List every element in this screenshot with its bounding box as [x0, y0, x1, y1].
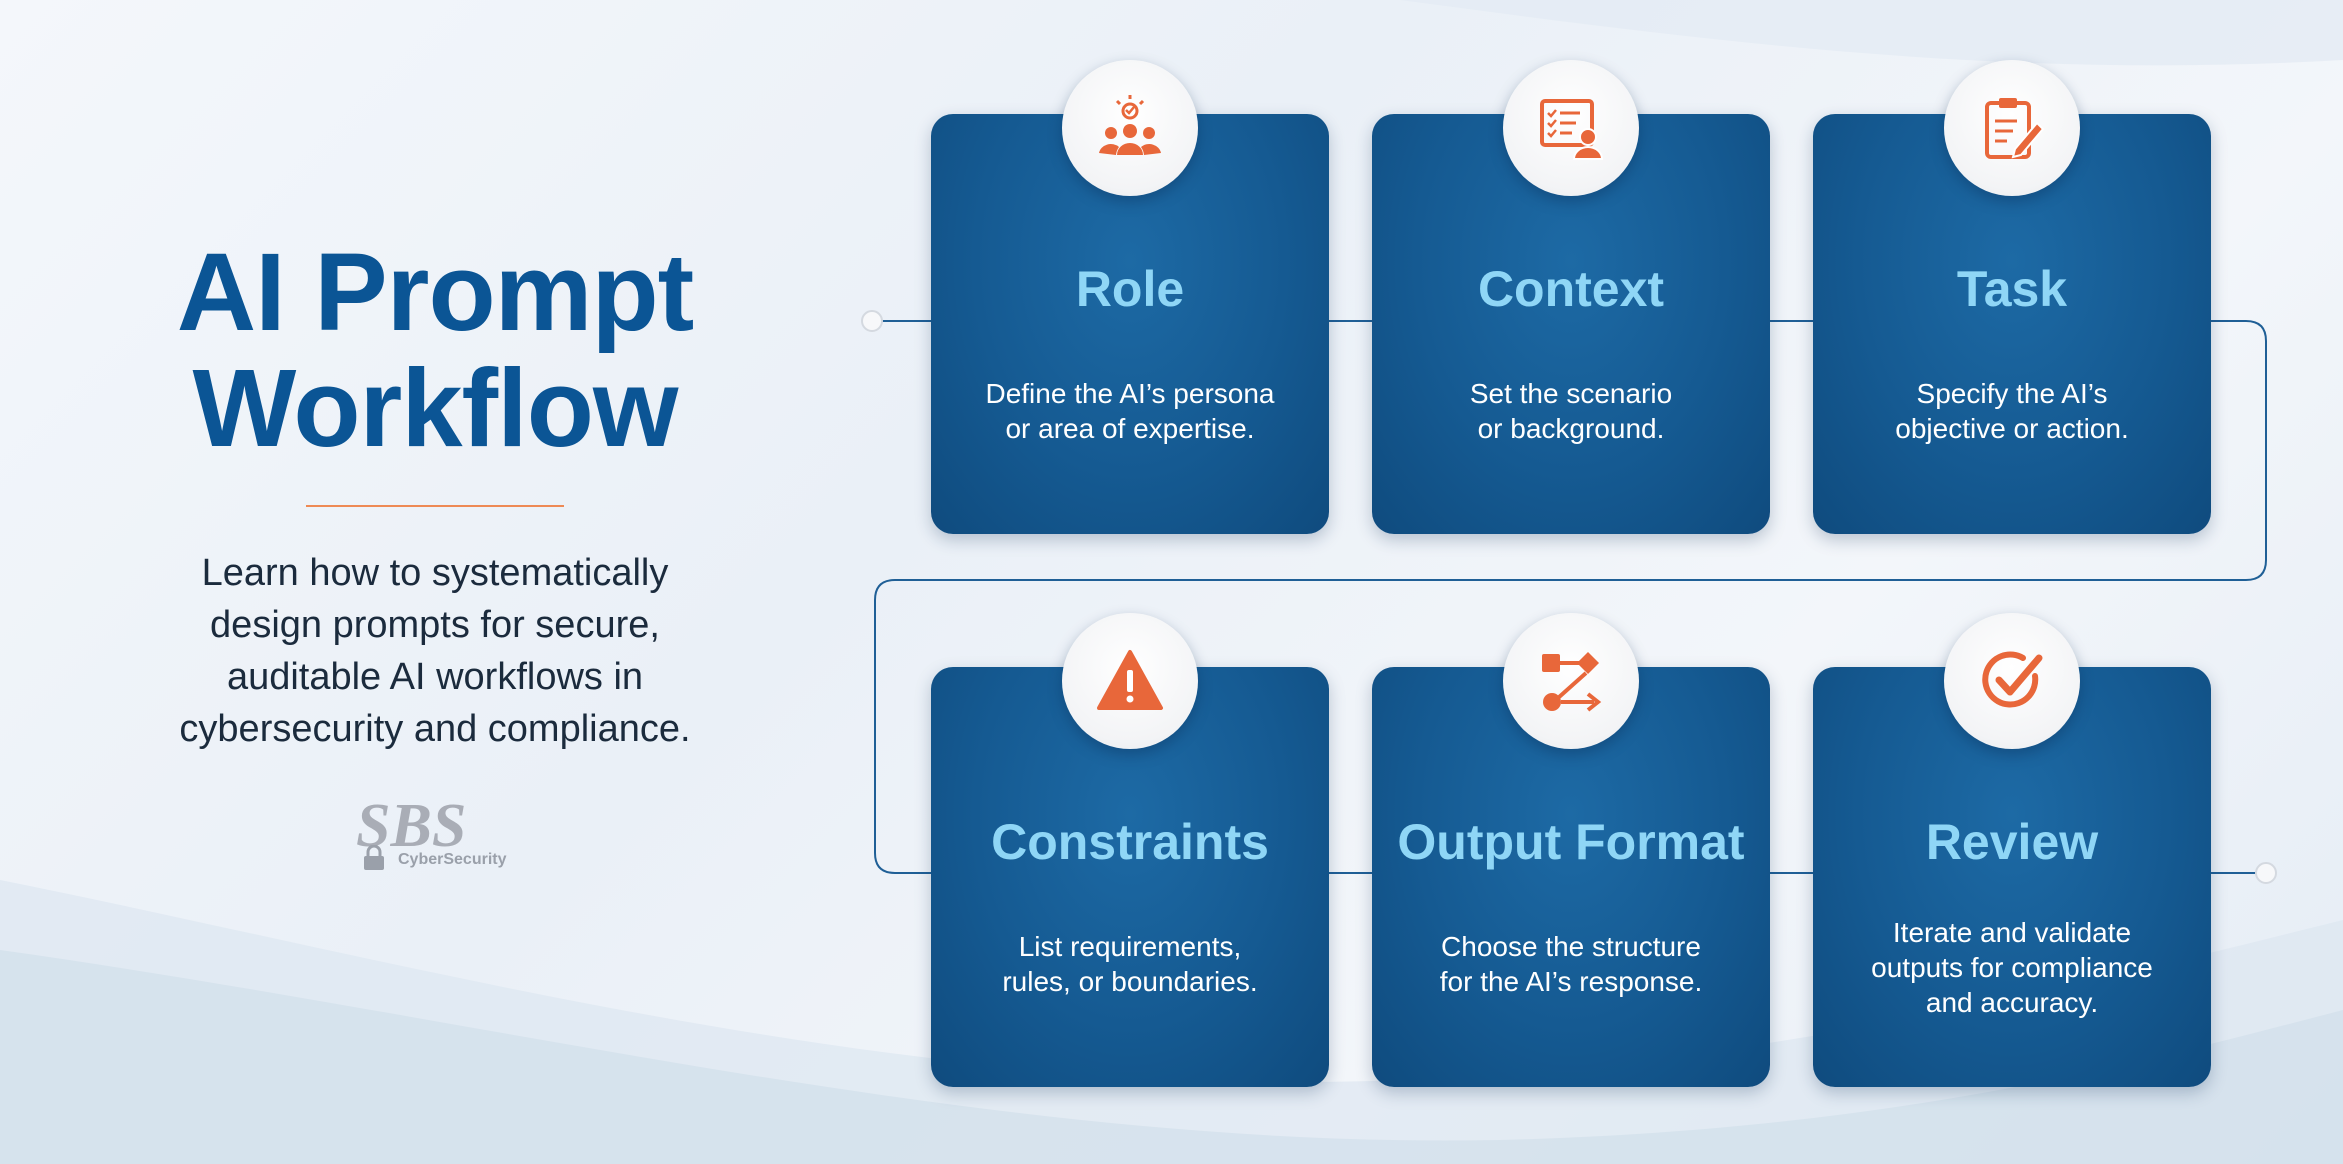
step-title-review: Review	[1925, 814, 2099, 870]
logo-subtext: CyberSecurity	[398, 851, 507, 868]
title-divider	[306, 505, 564, 507]
step-title-role: Role	[1075, 261, 1185, 317]
step-title-context: Context	[1477, 261, 1665, 317]
step-desc-line: outputs for compliance	[1871, 952, 2153, 983]
step-desc-context: Set the scenario or background.	[1392, 376, 1750, 446]
step-title-output-format: Output Format	[1397, 814, 1745, 870]
intro-panel: AI Prompt Workflow Learn how to systemat…	[110, 235, 760, 875]
step-desc-line: or background.	[1477, 413, 1665, 444]
subtitle-line-2: design prompts for secure,	[210, 604, 660, 646]
step-card-context: Context Set the scenario or background.	[1372, 60, 1770, 534]
lock-icon	[364, 845, 384, 870]
page-title-line-1: AI Prompt	[176, 231, 695, 354]
step-desc-line: and accuracy.	[1925, 987, 2099, 1018]
subtitle-line-1: Learn how to systematically	[201, 552, 669, 594]
team-lightbulb-icon	[1062, 60, 1198, 196]
step-desc-line: objective or action.	[1895, 413, 2129, 444]
step-desc-output-format: Choose the structure for the AI’s respon…	[1392, 929, 1750, 999]
step-desc-review: Iterate and validate outputs for complia…	[1833, 915, 2191, 1020]
step-desc-role: Define the AI’s persona or area of exper…	[951, 376, 1309, 446]
subtitle-line-3: auditable AI workflows in	[226, 656, 644, 698]
step-desc-line: rules, or boundaries.	[1002, 966, 1258, 997]
connector-end-dot	[2255, 862, 2277, 884]
step-desc-task: Specify the AI’s objective or action.	[1833, 376, 2191, 446]
step-desc-line: or area of expertise.	[1005, 413, 1255, 444]
step-desc-line: List requirements,	[1018, 931, 1242, 962]
connector-start-dot	[861, 310, 883, 332]
step-desc-line: Specify the AI’s	[1916, 378, 2108, 409]
subtitle-line-4: cybersecurity and compliance.	[179, 708, 691, 750]
step-title-constraints: Constraints	[991, 814, 1269, 870]
step-card-role: Role Define the AI’s persona or area of …	[931, 60, 1329, 534]
page-title-line-2: Workflow	[192, 347, 679, 470]
step-desc-line: for the AI’s response.	[1439, 966, 1703, 997]
warning-icon	[1062, 613, 1198, 749]
step-desc-constraints: List requirements, rules, or boundaries.	[951, 929, 1309, 999]
page-title: AI Prompt Workflow	[110, 235, 760, 467]
step-card-review: Review Iterate and validate outputs for …	[1813, 613, 2211, 1087]
step-card-constraints: Constraints List requirements, rules, or…	[931, 613, 1329, 1087]
page-subtitle: Learn how to systematically design promp…	[135, 547, 735, 755]
clipboard-pencil-icon	[1944, 60, 2080, 196]
check-circle-icon	[1944, 613, 2080, 749]
step-desc-line: Choose the structure	[1441, 931, 1701, 962]
step-desc-line: Define the AI’s persona	[985, 378, 1275, 409]
step-desc-line: Iterate and validate	[1892, 917, 2132, 948]
sbs-cybersecurity-logo: SBS CyberSecurity	[350, 795, 520, 875]
step-title-task: Task	[1956, 261, 2068, 317]
step-desc-line: Set the scenario	[1469, 378, 1673, 409]
flow-diagram-icon	[1503, 613, 1639, 749]
document-person-icon	[1503, 60, 1639, 196]
step-card-task: Task Specify the AI’s objective or actio…	[1813, 60, 2211, 534]
step-card-output-format: Output Format Choose the structure for t…	[1372, 613, 1770, 1087]
